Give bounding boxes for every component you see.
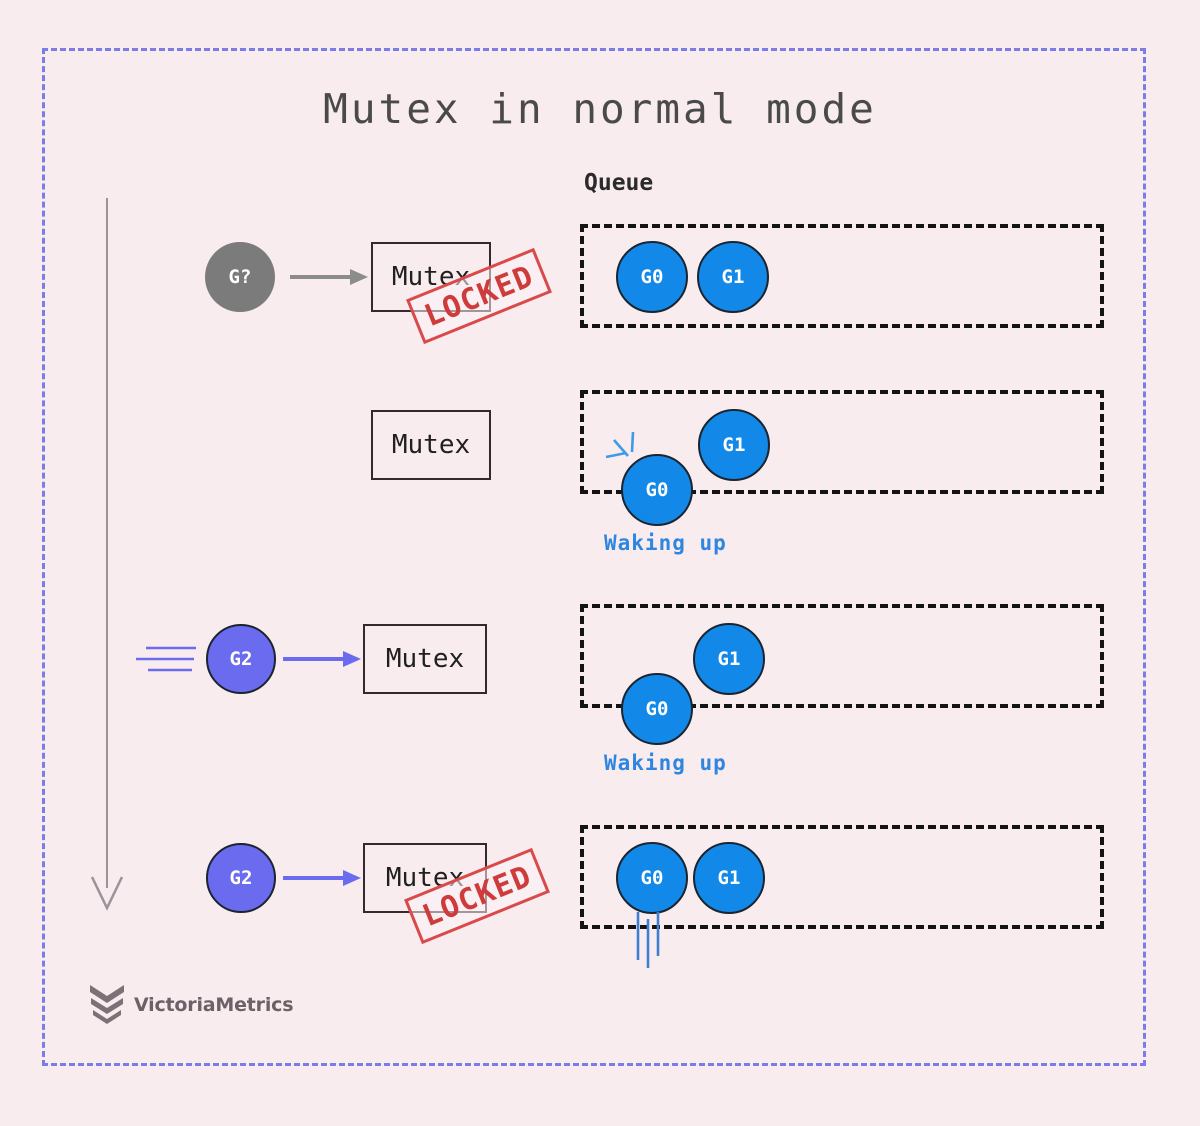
row-4-queue-item-g1-label: G1 bbox=[717, 867, 741, 889]
row-3-arrow-icon bbox=[283, 644, 365, 674]
row-4-arrow-icon bbox=[283, 863, 365, 893]
row-3-speed-lines-icon bbox=[136, 640, 198, 680]
row-4-queue-box bbox=[580, 825, 1104, 929]
timeline-down-arrow-icon bbox=[90, 875, 124, 911]
logo-text: VictoriaMetrics bbox=[134, 994, 294, 1016]
row-3-queue-item-g1-label: G1 bbox=[717, 648, 741, 670]
row-3-mutex-box[interactable]: Mutex bbox=[363, 624, 487, 694]
row-3-queue-box bbox=[580, 604, 1104, 708]
row-2-queue-item-g0[interactable]: G0 bbox=[621, 454, 693, 526]
queue-header: Queue bbox=[584, 170, 654, 196]
row-2-spark-lines-icon bbox=[604, 430, 644, 468]
row-2-waking-label: Waking up bbox=[604, 531, 727, 555]
row-4-actor-goroutine[interactable]: G2 bbox=[206, 843, 276, 913]
row-4-queue-item-g0-label: G0 bbox=[640, 867, 664, 889]
victoriametrics-logo: VictoriaMetrics bbox=[88, 982, 294, 1028]
row-1-queue-item-g0-label: G0 bbox=[640, 266, 664, 288]
row-4-queue-item-g1[interactable]: G1 bbox=[693, 842, 765, 914]
row-1-queue-item-g1[interactable]: G1 bbox=[697, 241, 769, 313]
row-4-drop-motion-lines-icon bbox=[633, 910, 669, 972]
row-1-queue-item-g1-label: G1 bbox=[721, 266, 745, 288]
row-4-actor-label: G2 bbox=[229, 867, 253, 889]
row-2-mutex-box[interactable]: Mutex bbox=[371, 410, 491, 480]
row-3-actor-label: G2 bbox=[229, 648, 253, 670]
row-3-queue-item-g0-label: G0 bbox=[645, 698, 669, 720]
row-3-queue-item-g1[interactable]: G1 bbox=[693, 623, 765, 695]
row-1-actor-goroutine[interactable]: G? bbox=[205, 242, 275, 312]
row-3-mutex-label: Mutex bbox=[385, 644, 465, 674]
row-2-queue-item-g1-label: G1 bbox=[722, 434, 746, 456]
diagram-frame bbox=[42, 48, 1146, 1066]
row-2-mutex-label: Mutex bbox=[391, 430, 471, 460]
timeline-axis bbox=[106, 198, 108, 888]
row-2-queue-item-g0-label: G0 bbox=[645, 479, 669, 501]
row-1-actor-label: G? bbox=[228, 266, 252, 288]
row-3-actor-goroutine[interactable]: G2 bbox=[206, 624, 276, 694]
row-2-queue-box bbox=[580, 390, 1104, 494]
row-3-waking-label: Waking up bbox=[604, 751, 727, 775]
victoriametrics-chevron-logo-icon bbox=[88, 982, 126, 1028]
row-2-queue-item-g1[interactable]: G1 bbox=[698, 409, 770, 481]
row-1-queue-item-g0[interactable]: G0 bbox=[616, 241, 688, 313]
row-1-arrow-icon bbox=[290, 262, 372, 292]
row-3-queue-item-g0[interactable]: G0 bbox=[621, 673, 693, 745]
row-4-queue-item-g0[interactable]: G0 bbox=[616, 842, 688, 914]
row-1-queue-box bbox=[580, 224, 1104, 328]
page-title: Mutex in normal mode bbox=[323, 85, 877, 133]
